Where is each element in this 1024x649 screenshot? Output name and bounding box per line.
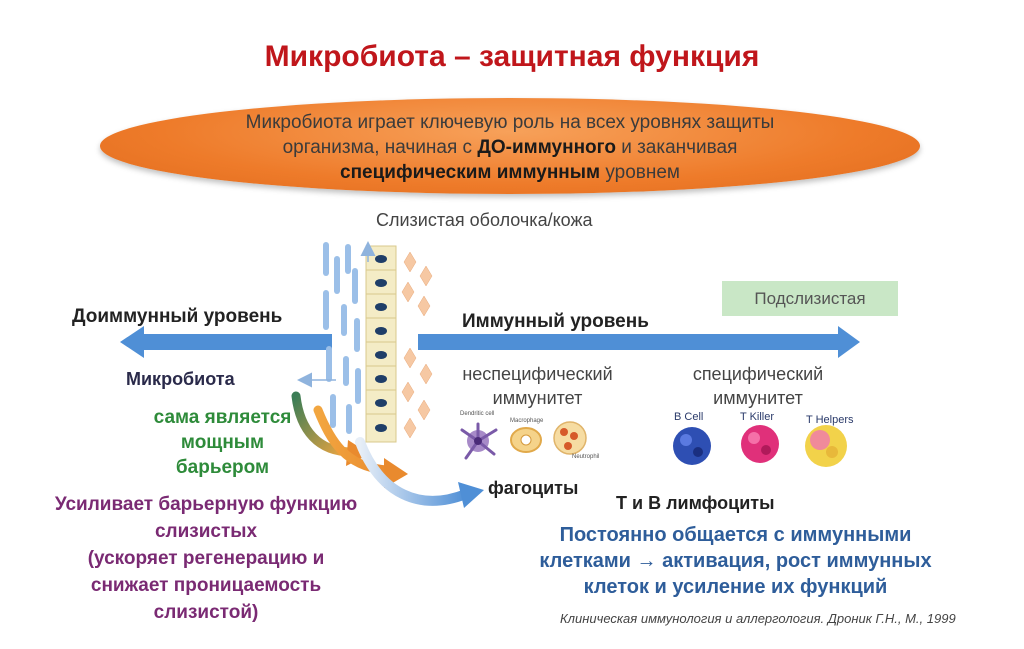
t-helpers-icon [805, 425, 847, 467]
macrophage-icon [510, 427, 542, 453]
page-title: Микробиота – защитная функция [264, 40, 760, 73]
citation: Клиническая иммунология и аллергология. … [560, 611, 956, 626]
t-killer-icon [741, 425, 779, 463]
microbiota-label: Микробиота [126, 369, 235, 389]
nonspecific-line-1: неспецифический [462, 364, 613, 384]
lymphocytes-label: Т и В лимфоциты [616, 493, 775, 513]
immune-label: Иммунный уровень [462, 311, 649, 332]
communication-line-3: клеток и усиление их функций [583, 576, 888, 598]
neutrophil-label: Neutrophil [572, 454, 600, 460]
communication-text: Постоянно общается с иммунными клетками … [503, 522, 968, 600]
summary-line-2: организма, начиная с ДО-иммунного и зака… [160, 135, 860, 160]
epithelium-column [365, 245, 397, 443]
communication-line-2: клетками → активация, рост иммунных [539, 550, 932, 572]
communication-line-1: Постоянно общается с иммунными [559, 524, 912, 546]
summary-line-1: Микробиота играет ключевую роль на всех … [245, 112, 775, 133]
nonspecific-line-2: иммунитет [492, 388, 583, 408]
mucosa-label: Слизистая оболочка/кожа [376, 210, 593, 230]
bacteria-column [323, 242, 361, 434]
barrier-line-3: барьером [175, 457, 270, 478]
barrier-line-1: сама является [153, 407, 292, 428]
enhance-text: Усиливает барьерную функцию слизистых (у… [20, 491, 392, 626]
phagocytes-label: фагоциты [488, 478, 579, 498]
specific-immunity-label: специфический иммунитет [668, 362, 848, 410]
nonspecific-immunity-label: неспецифический иммунитет [440, 362, 635, 410]
preimmune-label: Доиммунный уровень [72, 306, 283, 327]
preimmune-arrow [120, 326, 332, 358]
summary-line-3-bold: специфическим иммунным [340, 162, 601, 183]
barrier-line-2: мощным [180, 432, 265, 453]
specific-line-1: специфический [692, 364, 824, 384]
b-cell-label: B Cell [674, 411, 704, 423]
curved-arrows [291, 391, 484, 508]
summary-line-2-prefix: организма, начиная с [282, 137, 478, 158]
enhance-line-4: снижает проницаемость [90, 575, 322, 596]
macrophage-label: Macrophage [510, 418, 544, 424]
immune-arrow [418, 326, 860, 358]
specific-line-2: иммунитет [713, 388, 803, 408]
summary-line-3: специфическим иммунным уровнем [160, 160, 860, 185]
summary-line-3-suffix: уровнем [600, 162, 680, 183]
summary-line-2-bold: ДО-иммунного [477, 137, 616, 158]
summary-text: Микробиота играет ключевую роль на всех … [160, 110, 860, 185]
enhance-line-1: Усиливает барьерную функцию [54, 494, 358, 515]
enhance-line-2: слизистых [154, 521, 258, 542]
enhance-line-3: (ускоряет регенерацию и [87, 548, 325, 569]
summary-oval [100, 98, 920, 194]
submucosa-box: Подслизистая [722, 281, 898, 316]
neutrophil-icon [553, 421, 587, 455]
t-killer-label: T Killer [740, 411, 775, 423]
barrier-text: сама является мощным барьером [150, 405, 295, 480]
dendritic-cell-label: Dendritic cell [460, 411, 495, 417]
dendritic-cell-icon [460, 422, 498, 460]
b-cell-icon [673, 427, 711, 465]
enhance-line-5: слизистой) [153, 602, 259, 623]
tissue-diamonds [401, 251, 433, 439]
t-helpers-label: T Helpers [806, 414, 854, 426]
summary-line-2-suffix: и заканчивая [615, 137, 738, 158]
